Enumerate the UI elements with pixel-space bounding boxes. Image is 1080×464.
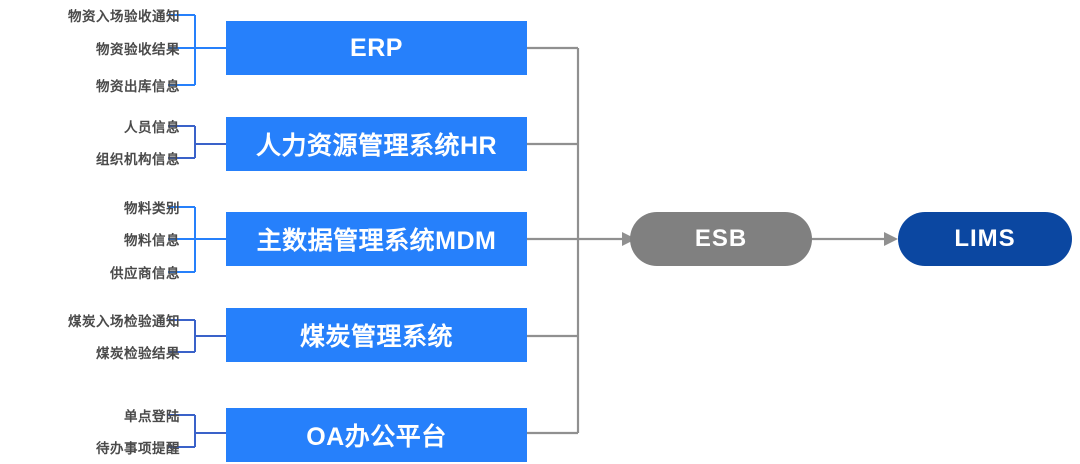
- esb-node[interactable]: ESB: [630, 212, 812, 266]
- field-label: 单点登陆: [124, 409, 180, 424]
- field-label: 煤炭入场检验通知: [68, 314, 180, 329]
- field-label: 物资验收结果: [96, 42, 180, 57]
- field-label: 物料信息: [124, 233, 180, 248]
- field-label: 煤炭检验结果: [96, 346, 180, 361]
- arrowhead-to-lims: [884, 232, 898, 246]
- system-box-coal[interactable]: 煤炭管理系统: [226, 308, 527, 362]
- field-label: 待办事项提醒: [96, 441, 180, 456]
- field-label-column: 物资入场验收通知 物资验收结果 物资出库信息 人员信息 组织机构信息 物料类别 …: [0, 0, 180, 464]
- field-label: 组织机构信息: [96, 152, 180, 167]
- system-box-erp[interactable]: ERP: [226, 21, 527, 75]
- field-label: 供应商信息: [110, 266, 180, 281]
- field-label: 物资出库信息: [96, 79, 180, 94]
- field-label: 物料类别: [124, 201, 180, 216]
- lims-node[interactable]: LIMS: [898, 212, 1072, 266]
- field-label: 物资入场验收通知: [68, 9, 180, 24]
- system-box-oa[interactable]: OA办公平台: [226, 408, 527, 462]
- field-label: 人员信息: [124, 120, 180, 135]
- system-box-hr[interactable]: 人力资源管理系统HR: [226, 117, 527, 171]
- system-box-mdm[interactable]: 主数据管理系统MDM: [226, 212, 527, 266]
